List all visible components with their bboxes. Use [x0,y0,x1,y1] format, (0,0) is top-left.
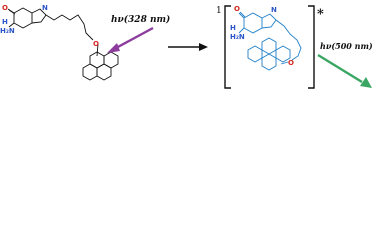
reaction-arrowhead [199,43,208,51]
excitation-arrowhead [107,43,120,53]
excited-oxygen-carbonyl: O [234,5,240,13]
excited-oxygen-ether: O [288,59,294,67]
excited-state-molecule [238,11,302,71]
ground-oxygen-ether: O [93,40,99,48]
left-bracket [224,5,231,89]
right-bracket [308,5,315,89]
emission-arrow [317,53,363,84]
ground-nitrogen: N [42,4,48,12]
ground-oxygen-carbonyl: O [2,4,8,12]
excited-marker: * [317,7,324,22]
multiplicity-superscript: 1 [216,6,222,16]
excited-nh: H [230,24,236,32]
photophysics-scheme: O H H₂N N O hν(328 nm) 1 * O H H₂N N O h… [0,4,373,89]
excited-amino: H₂N [230,33,245,41]
emission-arrowhead [360,77,372,88]
ground-state-molecule [7,7,119,81]
excitation-label: hν(328 nm) [111,14,170,25]
emission-label: hν(500 nm) [320,41,373,51]
excitation-arrow [115,26,154,50]
excited-nitrogen: N [271,6,277,14]
ground-amino: H₂N [0,27,15,35]
ground-nh: H [2,18,8,26]
